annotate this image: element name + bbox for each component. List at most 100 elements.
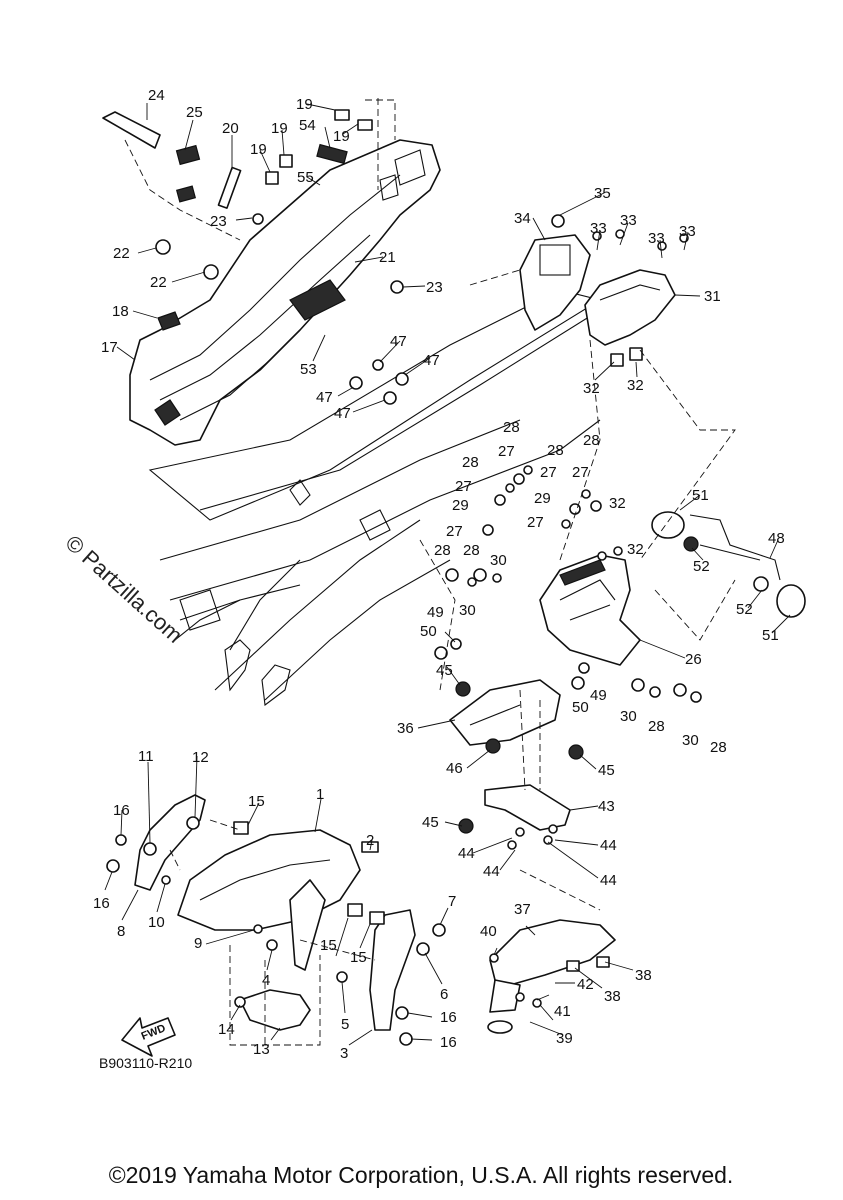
callout-45: 45: [598, 762, 615, 779]
callout-44: 44: [458, 845, 475, 862]
part-26-tail-housing: [539, 554, 641, 666]
copyright-notice: ©2019 Yamaha Motor Corporation, U.S.A. A…: [109, 1162, 734, 1188]
callout-21: 21: [379, 249, 396, 266]
callout-42: 42: [577, 976, 594, 993]
callout-36: 36: [397, 720, 414, 737]
callout-25: 25: [186, 104, 203, 121]
callout-24: 24: [148, 87, 165, 104]
rear-frame: [148, 289, 602, 707]
part-48-signal-stay: [689, 514, 781, 581]
callout-49: 49: [427, 604, 444, 621]
callout-27: 27: [498, 443, 515, 460]
callout-33: 33: [648, 230, 665, 247]
callout-32: 32: [627, 541, 644, 558]
callout-9: 9: [194, 935, 202, 952]
callout-6: 6: [440, 986, 448, 1003]
callout-28: 28: [648, 718, 665, 735]
callout-30: 30: [620, 708, 637, 725]
callout-23: 23: [426, 279, 443, 296]
callout-51: 51: [692, 487, 709, 504]
callout-20: 20: [222, 120, 239, 137]
part-8-fender-stay: [134, 794, 206, 891]
callout-47: 47: [423, 352, 440, 369]
callout-48: 48: [768, 530, 785, 547]
callout-18: 18: [112, 303, 129, 320]
callout-27: 27: [446, 523, 463, 540]
callout-47: 47: [334, 405, 351, 422]
callout-11: 11: [138, 748, 154, 765]
part-51-turn-signals: [651, 511, 806, 618]
fasteners: [102, 109, 769, 1046]
callout-22: 22: [150, 274, 167, 291]
callout-35: 35: [594, 185, 611, 202]
callout-30: 30: [682, 732, 699, 749]
callout-16: 16: [440, 1034, 457, 1051]
callout-50: 50: [420, 623, 437, 640]
callout-16: 16: [93, 895, 110, 912]
part-1-front-fender: [177, 829, 361, 971]
fwd-arrow-icon: FWD: [121, 1017, 176, 1057]
part-13-guard: [239, 989, 311, 1031]
callout-33: 33: [679, 223, 696, 240]
part-36-license-bracket: [449, 679, 561, 746]
callout-33: 33: [620, 212, 637, 229]
callout-28: 28: [503, 419, 520, 436]
callout-44: 44: [600, 837, 617, 854]
callout-28: 28: [547, 442, 564, 459]
callout-33: 33: [590, 220, 607, 237]
part-31-rear-cover: [584, 269, 676, 346]
part-17-rear-fender-tray: [129, 139, 441, 446]
part-37-rear-bracket: [489, 919, 616, 1013]
callout-28: 28: [583, 432, 600, 449]
callout-22: 22: [113, 245, 130, 262]
callout-29: 29: [452, 497, 469, 514]
callout-49: 49: [590, 687, 607, 704]
callout-16: 16: [113, 802, 130, 819]
leader-lines: [104, 98, 791, 1046]
callout-52: 52: [736, 601, 753, 618]
part-43-plate-bracket: [484, 784, 571, 831]
callout-53: 53: [300, 361, 317, 378]
callout-16: 16: [440, 1009, 457, 1026]
callout-28: 28: [434, 542, 451, 559]
callout-labels: 24 25 20 19 19 19 19 54 55 23 22 22 21 2…: [93, 87, 785, 1062]
callout-32: 32: [609, 495, 626, 512]
callout-7: 7: [448, 893, 456, 910]
callout-50: 50: [572, 699, 589, 716]
callout-32: 32: [627, 377, 644, 394]
callout-47: 47: [316, 389, 333, 406]
callout-29: 29: [534, 490, 551, 507]
callout-5: 5: [341, 1016, 349, 1033]
callout-27: 27: [572, 464, 589, 481]
callout-26: 26: [685, 651, 702, 668]
callout-14: 14: [218, 1021, 235, 1038]
callout-19: 19: [296, 96, 313, 113]
callout-37: 37: [514, 901, 531, 918]
callout-43: 43: [598, 798, 615, 815]
callout-34: 34: [514, 210, 531, 227]
callout-15: 15: [248, 793, 265, 810]
callout-2: 2: [366, 832, 374, 849]
callout-19: 19: [333, 128, 350, 145]
callout-27: 27: [540, 464, 557, 481]
callout-55: 55: [297, 169, 314, 186]
callout-38: 38: [604, 988, 621, 1005]
callout-27: 27: [527, 514, 544, 531]
callout-44: 44: [483, 863, 500, 880]
callout-4: 4: [262, 972, 270, 989]
callout-47: 47: [390, 333, 407, 350]
callout-19: 19: [271, 120, 288, 137]
part-34-bracket-plate: [519, 234, 591, 331]
callout-15: 15: [350, 949, 367, 966]
callout-15: 15: [320, 937, 337, 954]
callout-17: 17: [101, 339, 118, 356]
callout-30: 30: [490, 552, 507, 569]
callout-31: 31: [704, 288, 721, 305]
callout-44: 44: [600, 872, 617, 889]
callout-51: 51: [762, 627, 779, 644]
callout-12: 12: [192, 749, 209, 766]
callout-32: 32: [583, 380, 600, 397]
callout-39: 39: [556, 1030, 573, 1047]
callout-28: 28: [710, 739, 727, 756]
